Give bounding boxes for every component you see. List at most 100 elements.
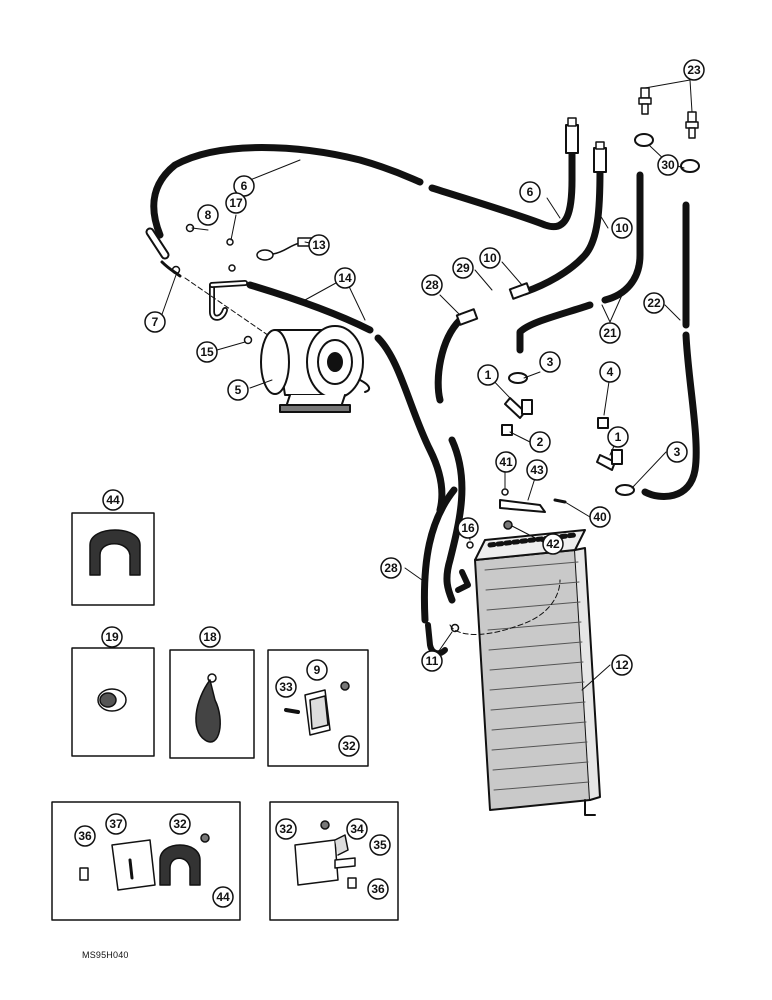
svg-text:1: 1 [615,430,622,444]
svg-text:5: 5 [235,383,242,397]
callout-23: 23 [683,59,705,81]
callout-44b: 44 [212,886,234,908]
hose-6 [150,144,424,239]
oring-7 [171,265,181,275]
nut-42 [503,520,513,530]
callout-4: 4 [599,361,621,383]
svg-text:28: 28 [384,561,398,575]
oring-15 [243,335,253,345]
svg-text:18: 18 [203,630,217,644]
svg-text:2: 2 [537,435,544,449]
callout-29: 29 [452,257,474,279]
fitting-23 [638,87,699,139]
svg-text:21: 21 [603,326,617,340]
callout-44: 44 [102,489,124,511]
switch-13 [256,237,315,261]
inset-18 [169,649,255,759]
svg-text:16: 16 [461,521,475,535]
svg-text:17: 17 [229,196,243,210]
svg-text:41: 41 [499,455,513,469]
callout-1: 1 [477,364,499,386]
callout-5: 5 [227,379,249,401]
svg-text:11: 11 [426,654,439,668]
svg-text:32: 32 [173,817,187,831]
svg-text:42: 42 [546,537,560,551]
svg-text:10: 10 [615,221,629,235]
svg-text:28: 28 [425,278,439,292]
svg-text:19: 19 [105,630,119,644]
svg-text:44: 44 [216,890,230,904]
callout-8: 8 [197,204,219,226]
callout-1b: 1 [607,426,629,448]
callout-33: 33 [275,676,297,698]
callout-10: 10 [611,217,633,239]
callout-3: 3 [539,351,561,373]
hose-6-fitting [565,124,579,154]
svg-text:8: 8 [205,208,212,222]
callout-circles: 1 1 2 3 3 4 5 6 6 7 8 9 10 10 11 12 13 1… [74,59,705,908]
hose-10 [521,166,604,296]
callout-41: 41 [495,451,517,473]
svg-text:9: 9 [314,663,321,677]
callout-30: 30 [657,154,679,176]
svg-text:22: 22 [647,296,661,310]
svg-text:10: 10 [483,251,497,265]
svg-text:6: 6 [527,185,534,199]
callout-21: 21 [599,322,621,344]
callout-7: 7 [144,311,166,333]
svg-text:13: 13 [312,238,326,252]
callout-34: 34 [346,818,368,840]
svg-text:23: 23 [687,63,701,77]
callout-6b: 6 [519,181,541,203]
fitting-1 [504,397,623,471]
inset-37-44 [51,801,241,921]
svg-text:35: 35 [373,838,387,852]
callout-32b: 32 [169,813,191,835]
callout-2: 2 [529,431,551,453]
clamp-3 [508,372,528,384]
hose-14 [246,281,374,334]
callout-11: 11 [421,650,443,672]
callout-32: 32 [338,735,360,757]
callout-36b: 36 [367,878,389,900]
svg-text:36: 36 [371,882,385,896]
callout-14: 14 [334,267,356,289]
drawing-code: MS95H040 [82,950,129,960]
svg-text:32: 32 [342,739,356,753]
oring-17 [226,238,234,246]
svg-text:32: 32 [279,822,293,836]
inset-44 [71,512,155,606]
inset-19 [71,647,155,757]
bolt-40 [553,498,567,504]
callout-15: 15 [196,341,218,363]
condenser-12 [474,529,601,816]
svg-text:1: 1 [485,368,492,382]
svg-text:44: 44 [106,493,120,507]
svg-text:6: 6 [241,179,248,193]
svg-text:29: 29 [456,261,470,275]
svg-text:36: 36 [78,829,92,843]
svg-text:12: 12 [615,658,629,672]
oring-16 [466,541,474,549]
bracket-43 [499,499,546,513]
callout-16: 16 [457,517,479,539]
svg-text:37: 37 [109,817,123,831]
callout-19: 19 [101,626,123,648]
callout-37: 37 [105,813,127,835]
callout-3b: 3 [666,441,688,463]
hose-28 [434,316,464,404]
hose-21 [601,171,644,304]
fitting-4 [597,417,609,429]
callout-28: 28 [421,274,443,296]
callout-17: 17 [225,192,247,214]
svg-text:34: 34 [350,822,364,836]
svg-text:15: 15 [200,345,214,359]
oring-11 [450,623,460,633]
callout-40: 40 [589,506,611,528]
hose-6-right [428,146,576,231]
callout-43: 43 [526,459,548,481]
bolt-41 [501,488,509,496]
callout-13: 13 [308,234,330,256]
clamp-30 [634,133,654,147]
